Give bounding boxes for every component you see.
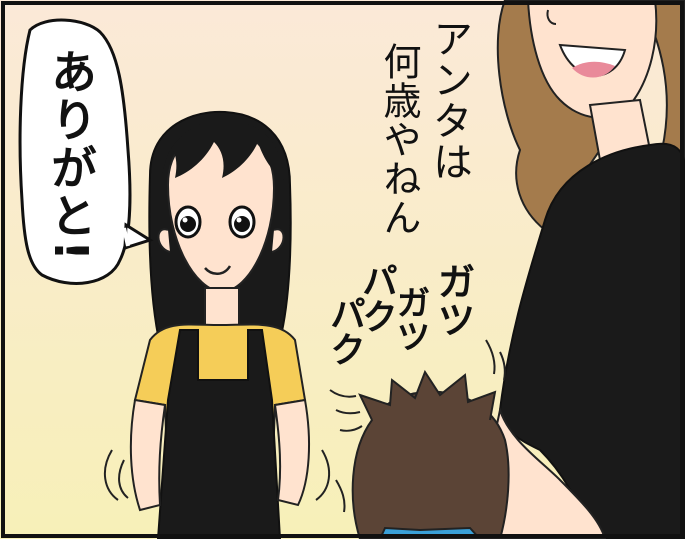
sound-effect-1: ガツ [431,262,475,338]
girl-ear-right [271,228,285,253]
sfx-lines-left [329,389,363,432]
girl-eye-shine-right [236,217,242,223]
girl-pupil-left [180,216,196,232]
speech-bubble-text: ありがと! [44,48,98,263]
sfx-lines-bottom [335,479,346,513]
sound-effect-4: パク [324,295,365,367]
woman-tongue [572,61,615,78]
woman-body [498,142,685,539]
girl-mouth [204,265,232,275]
girl-apron [156,329,282,539]
speech-bubble [18,18,132,285]
girl-neck [204,287,240,329]
speech-line-1: アンタは [426,18,472,182]
girl-pupil-right [234,216,250,232]
boy-hair [351,390,510,539]
girl-bangs [162,119,284,180]
speech-bubble-tail-cover [122,227,130,247]
motion-lines-left [103,449,129,501]
sound-effect-2: ガツ [390,285,430,353]
motion-lines-right [315,449,331,501]
sound-effect-3: パク [356,262,397,334]
girl-eye-shine-left [182,217,188,223]
sfx-lines-right [485,339,506,381]
girl-arm-right [273,398,311,507]
boy-hair-spikes [358,369,497,421]
woman-nose [546,9,557,25]
girl-ear-left [157,228,171,253]
speech-line-2: 何歳やねん [377,42,421,237]
girl-arm-left [129,398,167,512]
